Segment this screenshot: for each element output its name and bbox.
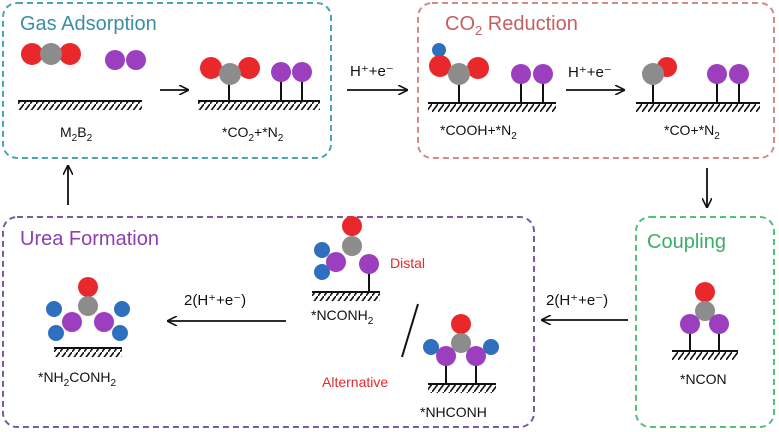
- molecule-nconh2: [314, 216, 379, 280]
- label-co-n2: *CO+*N2: [664, 122, 720, 142]
- molecule-nhconh: [423, 314, 499, 366]
- step-h-e-1: H⁺+e⁻: [350, 63, 394, 80]
- molecule-n2-gas: [105, 50, 146, 70]
- label-nconh2: *NCONH2: [311, 307, 374, 327]
- molecule-n2-co-step: [707, 64, 749, 84]
- label-m2b2: M2B2: [60, 124, 93, 144]
- label-distal: Distal: [390, 255, 425, 271]
- surface-nh2conh2: [54, 347, 122, 357]
- label-cooh-n2: *COOH+*N2: [440, 122, 517, 142]
- label-alternative: Alternative: [322, 374, 388, 390]
- molecule-ncon: [680, 282, 729, 334]
- label-co2-n2: *CO2+*N2: [222, 124, 284, 144]
- bonds: [228, 74, 740, 384]
- surface-m2b2: [18, 100, 142, 110]
- step-h-e-2: H⁺+e⁻: [568, 64, 612, 81]
- label-nhconh: *NHCONH: [420, 404, 487, 420]
- molecule-co2-adsorbed: [200, 57, 260, 85]
- coupling-title: Coupling: [647, 231, 726, 253]
- co2-reduction-panel: [417, 2, 775, 159]
- co2-reduction-title: CO2 Reduction: [445, 13, 578, 38]
- pathway-divider: [401, 303, 419, 358]
- coupling-panel: [635, 216, 775, 428]
- urea-formation-title: Urea Formation: [20, 228, 159, 250]
- molecule-co: [642, 57, 677, 85]
- molecule-co2-gas: [21, 43, 81, 65]
- surface-nhconh: [428, 383, 496, 393]
- gas-adsorption-title: Gas Adsorption: [20, 13, 157, 35]
- gas-adsorption-panel: [2, 2, 332, 159]
- molecule-n2-cooh-step: [511, 64, 553, 84]
- molecule-nh2conh2: [46, 277, 130, 341]
- urea-formation-panel: [2, 216, 535, 428]
- label-nh2conh2: *NH2CONH2: [38, 369, 116, 389]
- surface-co-n2: [636, 102, 760, 112]
- surface-ncon: [672, 350, 738, 360]
- molecule-n2-adsorbed: [271, 62, 312, 82]
- label-ncon: *NCON: [680, 371, 727, 387]
- surface-nconh2: [312, 291, 380, 301]
- step-2h-e-3: 2(H⁺+e⁻): [546, 292, 608, 309]
- molecule-cooh: [429, 43, 489, 85]
- surface-cooh-n2: [428, 102, 556, 112]
- surface-co2-n2: [198, 100, 320, 110]
- step-2h-e-4: 2(H⁺+e⁻): [184, 292, 246, 309]
